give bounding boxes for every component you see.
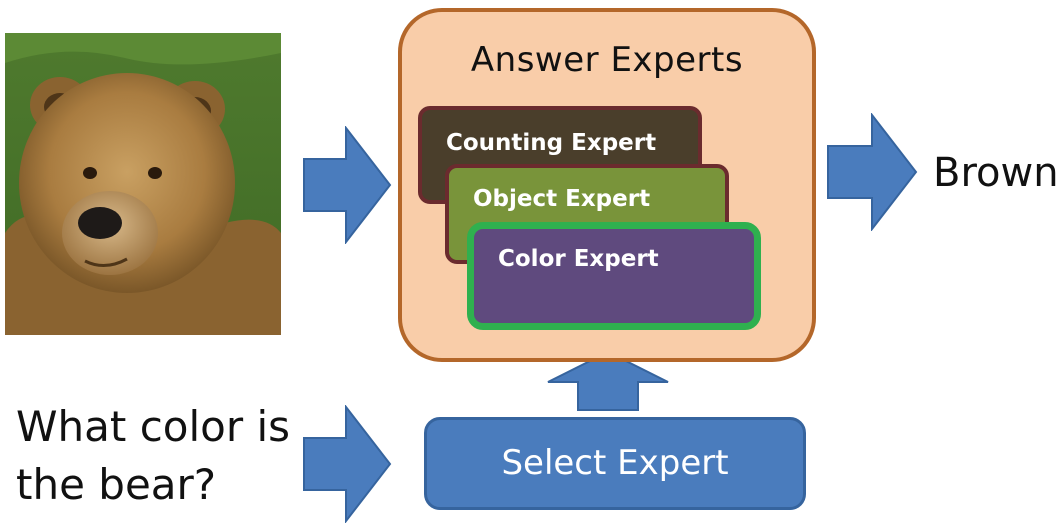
question-text: What color is the bear? [16, 398, 290, 514]
panel-title: Answer Experts [470, 40, 744, 80]
object-expert-label: Object Expert [473, 186, 651, 212]
bear-photo [5, 33, 281, 335]
question-line-2: the bear? [16, 460, 217, 509]
question-to-select-arrow [302, 405, 392, 523]
color-expert-card: Color Expert [467, 222, 761, 330]
question-line-1: What color is [16, 402, 291, 451]
answer-text: Brown [933, 150, 1059, 196]
image-to-experts-arrow [302, 126, 392, 244]
experts-to-answer-arrow [826, 113, 918, 231]
color-expert-label: Color Expert [498, 246, 659, 272]
select-expert-box: Select Expert [424, 417, 806, 510]
counting-expert-label: Counting Expert [446, 130, 657, 156]
